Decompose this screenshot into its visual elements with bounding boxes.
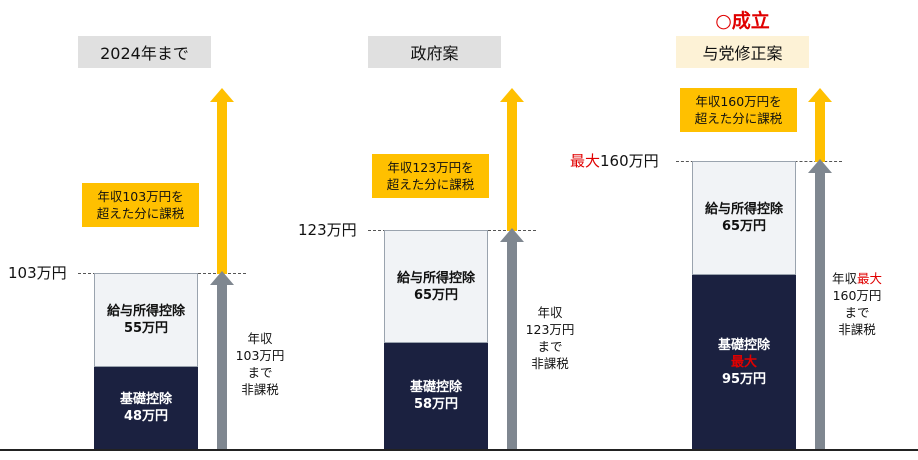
gray-up-arrow-icon — [808, 159, 832, 449]
gray-up-arrow-icon — [500, 228, 524, 449]
baseline — [0, 449, 918, 451]
exempt-note-103: 年収 103万円 まで 非課税 — [235, 331, 285, 397]
bar-basic-deduction-95: 基礎控除 最大 95万円 — [692, 275, 796, 449]
note-line: 超えた分に課税 — [96, 206, 185, 221]
header-2024: 2024年まで — [78, 36, 211, 68]
note-line: 超えた分に課税 — [694, 111, 783, 126]
level-label-160: 最大160万円 — [570, 152, 659, 170]
note-tax-above-160: 年収160万円を 超えた分に課税 — [680, 88, 797, 132]
note-line: 年収103万円を — [97, 189, 184, 204]
note-line: 年収123万円を — [387, 160, 474, 175]
header-ruling-party-amendment: 与党修正案 — [676, 36, 809, 68]
level-label-103: 103万円 — [8, 264, 67, 282]
bar-salary-deduction-55: 給与所得控除 55万円 — [94, 273, 198, 367]
note-tax-above-103: 年収103万円を 超えた分に課税 — [82, 183, 199, 227]
level-label-123: 123万円 — [298, 221, 357, 239]
success-label: ○成立 — [715, 10, 770, 32]
bar-salary-deduction-65-amended: 給与所得控除 65万円 — [692, 161, 796, 275]
bar-basic-deduction-58: 基礎控除 58万円 — [384, 343, 488, 449]
note-tax-above-123: 年収123万円を 超えた分に課税 — [372, 154, 489, 198]
exempt-note-123: 年収 123万円 まで 非課税 — [525, 305, 575, 371]
header-government-plan: 政府案 — [368, 36, 501, 68]
bar-salary-deduction-65: 給与所得控除 65万円 — [384, 230, 488, 343]
yellow-up-arrow-icon — [808, 88, 832, 162]
header-label: 政府案 — [410, 44, 459, 63]
exempt-note-160: 年収最大 160万円 まで 非課税 — [831, 271, 883, 337]
header-label: 与党修正案 — [702, 44, 783, 63]
yellow-up-arrow-icon — [210, 88, 234, 274]
yellow-up-arrow-icon — [500, 88, 524, 231]
note-line: 年収160万円を — [695, 94, 782, 109]
bar-basic-deduction-48: 基礎控除 48万円 — [94, 367, 198, 449]
header-label: 2024年まで — [100, 44, 189, 63]
note-line: 超えた分に課税 — [386, 177, 475, 192]
gray-up-arrow-icon — [210, 271, 234, 449]
